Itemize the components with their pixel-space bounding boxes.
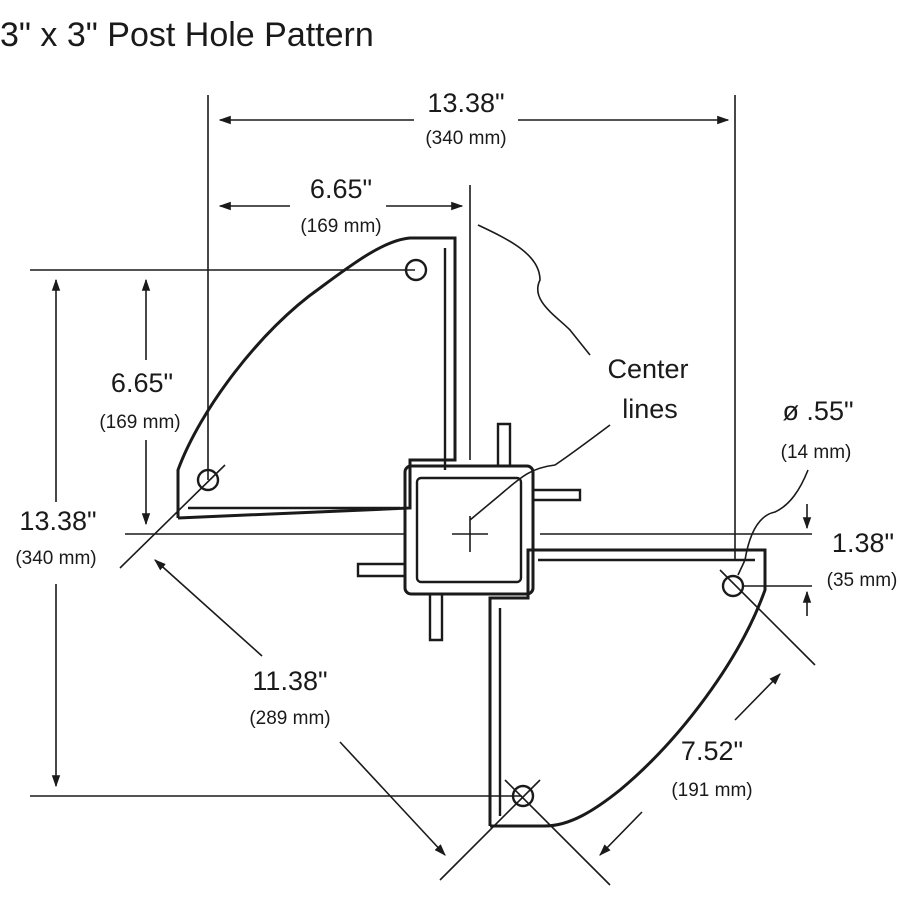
top-width-mm: (340 mm) xyxy=(425,128,506,149)
top-half-inches: 6.65" xyxy=(310,174,372,204)
leader-lines xyxy=(469,224,809,576)
left-height-inches: 13.38" xyxy=(19,506,96,536)
offset-mm: (35 mm) xyxy=(827,570,898,591)
flange-tabs xyxy=(356,422,582,642)
center-lines-label-line1: Center xyxy=(607,354,688,384)
left-half-inches: 6.65" xyxy=(111,368,173,398)
mounting-holes xyxy=(196,258,745,808)
short-diagonal-inches: 7.52" xyxy=(681,736,743,766)
lower-right-plate xyxy=(488,548,767,828)
diagonal-mm: (289 mm) xyxy=(249,708,330,729)
dimension-arrows xyxy=(51,115,812,856)
square-post xyxy=(403,464,535,596)
diagonal-inches: 11.38" xyxy=(252,666,327,696)
offset-inches: 1.38" xyxy=(832,528,894,558)
left-half-mm: (169 mm) xyxy=(99,412,180,433)
hole-right xyxy=(721,574,745,598)
top-half-mm: (169 mm) xyxy=(300,216,381,237)
short-diagonal-mm: (191 mm) xyxy=(671,780,752,801)
extension-lines xyxy=(30,95,816,886)
diagram-title: 3" x 3" Post Hole Pattern xyxy=(0,16,374,54)
left-height-mm: (340 mm) xyxy=(15,548,96,569)
center-lines-label-line2: lines xyxy=(622,394,678,424)
hole-left xyxy=(196,468,220,492)
hole-bottom xyxy=(511,784,535,808)
top-width-inches: 13.38" xyxy=(427,88,504,118)
center-cross xyxy=(452,516,488,552)
upper-left-plate xyxy=(176,236,457,520)
hole-diameter-mm: (14 mm) xyxy=(781,442,852,463)
hole-top xyxy=(404,258,428,282)
hole-diameter-inches: ø .55" xyxy=(782,396,853,426)
